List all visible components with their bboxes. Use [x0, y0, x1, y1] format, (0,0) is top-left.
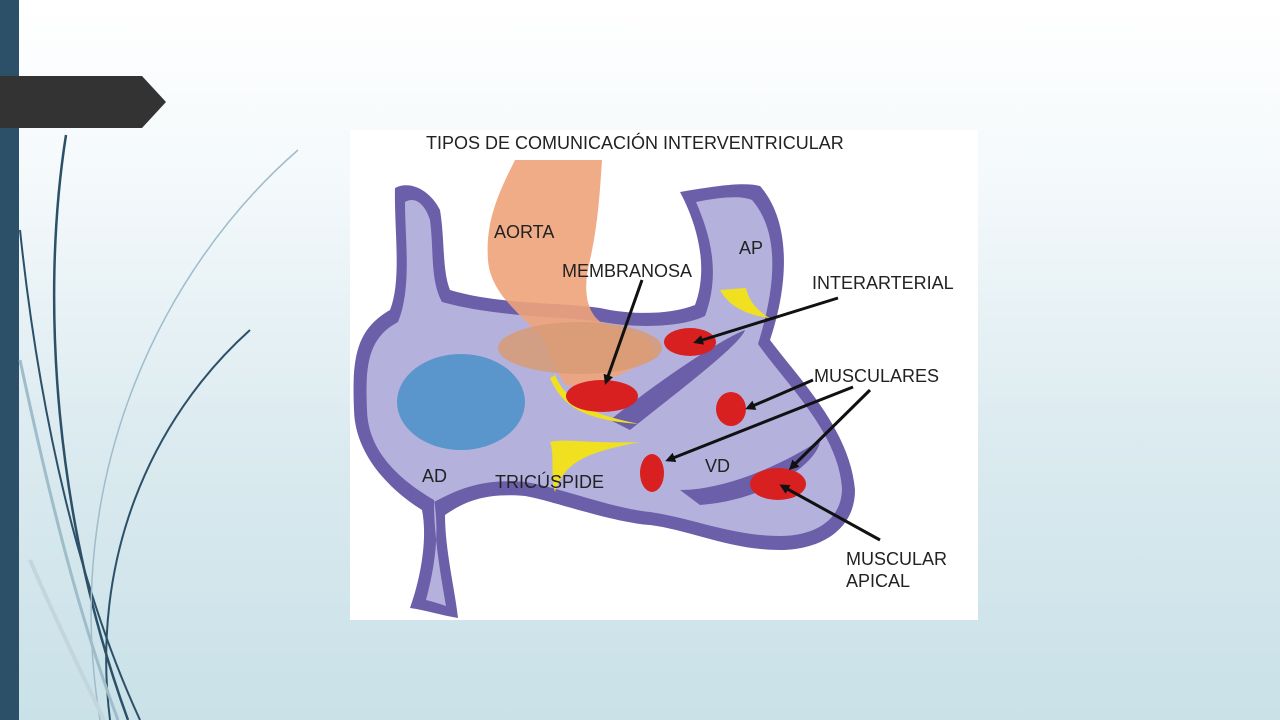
label-ad: AD [422, 466, 447, 486]
diagram-image: TIPOS DE COMUNICACIÓN INTERVENTRICULAR A… [350, 130, 978, 620]
label-muscular-apical-line1: MUSCULAR [846, 549, 947, 569]
label-musculares: MUSCULARES [814, 366, 939, 386]
arrow-interarterial [693, 296, 839, 345]
label-ap: AP [739, 238, 763, 258]
label-vd: VD [705, 456, 730, 476]
arrow-musculares-2 [665, 385, 854, 463]
slide-accent-bar [0, 0, 19, 720]
arrow-musculares-1 [745, 378, 814, 410]
septum-lower-band [680, 440, 820, 505]
defect-interarterial [664, 328, 716, 356]
right-atrium-region [397, 354, 525, 450]
defect-membranosa [566, 380, 638, 412]
label-interarterial: INTERARTERIAL [812, 273, 954, 293]
aorta-root [498, 322, 662, 374]
diagram-title: TIPOS DE COMUNICACIÓN INTERVENTRICULAR [426, 132, 844, 153]
label-tricuspide: TRICÚSPIDE [495, 471, 604, 492]
arrow-muscular-apical [779, 484, 881, 542]
defect-muscular-lower [640, 454, 664, 492]
arrow-membranosa [603, 279, 644, 385]
title-tab [0, 76, 166, 128]
label-aorta: AORTA [494, 222, 554, 242]
arrow-musculares-3 [788, 388, 872, 471]
decorative-curves [18, 134, 299, 720]
septum-band [610, 330, 745, 430]
heart-diagram: TIPOS DE COMUNICACIÓN INTERVENTRICULAR A… [353, 132, 954, 618]
valve-tricuspid [550, 440, 640, 492]
defect-muscular-upper [716, 392, 746, 426]
label-membranosa: MEMBRANOSA [562, 261, 692, 281]
valve-pulmonary [720, 288, 770, 318]
label-muscular-apical-line2: APICAL [846, 571, 910, 591]
